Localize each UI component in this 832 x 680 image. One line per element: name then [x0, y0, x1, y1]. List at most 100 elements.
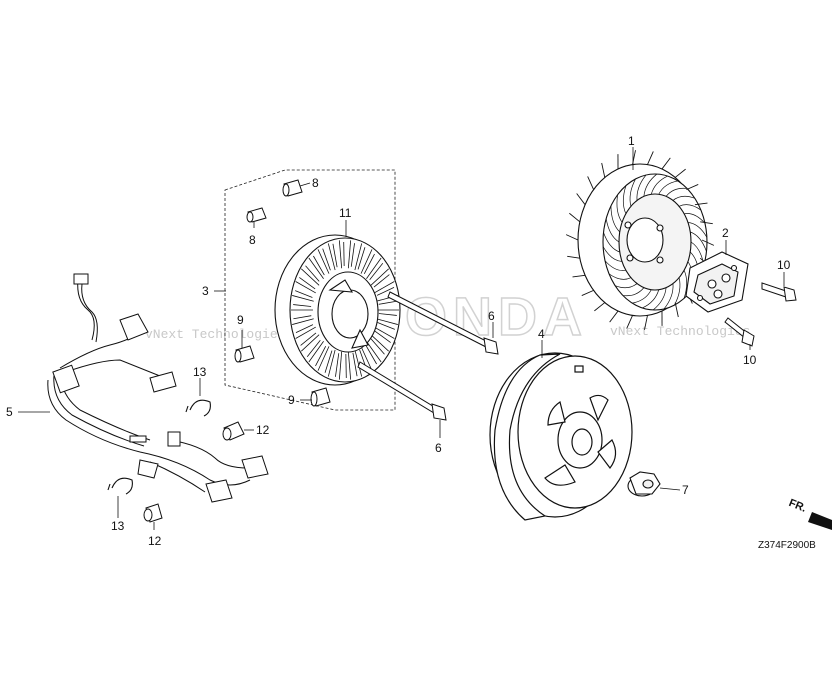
callout-9-upper: 9	[237, 313, 244, 327]
stator-coil	[376, 287, 395, 296]
callout-8-lower: 8	[249, 233, 256, 247]
fan-fin	[700, 221, 713, 225]
fan-blade	[603, 232, 620, 253]
fan-blade	[687, 222, 708, 238]
fan-fin	[644, 315, 648, 330]
stator-coil	[295, 324, 314, 333]
fan-blade	[602, 246, 623, 262]
fan-fin	[674, 168, 686, 178]
stator-coil	[373, 274, 390, 288]
stator-coil	[327, 349, 336, 377]
stator-coil	[338, 351, 343, 380]
callout-labels: 1 2 3 4 5 6 6 7 8 8 9 9 10 10 11 12 12 1…	[6, 134, 791, 548]
stator-coil	[363, 253, 375, 274]
fan-blade	[663, 283, 674, 310]
stator-coil	[301, 334, 320, 352]
callout-13-upper: 13	[193, 365, 207, 379]
callout-3: 3	[202, 284, 209, 298]
fan-blade	[605, 218, 620, 243]
fan-fin	[594, 302, 606, 312]
callout-10-lower: 10	[743, 353, 757, 367]
fan-fin	[601, 162, 606, 178]
fan-blade	[672, 195, 695, 201]
stator-coil	[305, 265, 320, 282]
stator-coil	[322, 248, 331, 271]
stator-coil	[327, 243, 336, 271]
callout-12-lower: 12	[148, 534, 162, 548]
stator-coil	[293, 304, 312, 307]
callout-2: 2	[722, 226, 729, 240]
watermark-text-right: vNext Technologies	[610, 324, 750, 339]
fan-fin	[661, 157, 671, 170]
fan-blade	[684, 213, 706, 224]
fan-fin	[567, 255, 580, 259]
stator-part	[274, 234, 401, 386]
rotor-part	[489, 352, 633, 521]
collar-9-upper	[234, 345, 255, 363]
stator-coil	[360, 249, 373, 274]
fan-fin	[569, 212, 581, 223]
stator-coil	[366, 257, 382, 280]
stator-coil	[338, 240, 343, 269]
callout-11: 11	[339, 206, 352, 220]
fan-blade	[615, 283, 638, 289]
fan-blade	[608, 273, 632, 280]
stator-coil	[293, 315, 312, 320]
stator-coil	[360, 346, 373, 371]
callout-1: 1	[628, 134, 635, 148]
stator-coil	[335, 353, 340, 377]
stator-bolt-6-upper	[387, 291, 499, 355]
stator-assembly-bracket	[224, 169, 396, 411]
stator-coil	[300, 332, 317, 346]
dowel-pin-8-lower	[246, 207, 267, 223]
fan-fin	[572, 274, 586, 278]
fan-blade	[643, 173, 658, 197]
stator-coil	[374, 330, 391, 343]
callout-13-lower: 13	[111, 519, 125, 533]
stator-coil	[374, 326, 395, 339]
stator-coil	[370, 334, 389, 352]
callout-6-upper: 6	[488, 309, 495, 323]
callout-9-lower: 9	[288, 393, 295, 407]
stator-coil	[354, 243, 363, 271]
fan-fin	[587, 176, 595, 190]
stator-coil	[313, 255, 325, 276]
front-direction-label: FR.	[787, 497, 808, 515]
callout-12-upper: 12	[256, 423, 270, 437]
fan-fin	[609, 310, 619, 323]
figure-reference: Z374F2900B	[758, 540, 816, 551]
callout-6-lower: 6	[435, 441, 442, 455]
grommet-12-upper	[222, 421, 245, 441]
stator-coil	[377, 322, 395, 330]
stator-coil	[352, 352, 358, 377]
stator-coil	[374, 281, 395, 294]
grommet-12-lower	[143, 503, 163, 523]
fan-blade	[622, 185, 627, 214]
fan-blade	[683, 270, 688, 299]
stator-coil	[366, 340, 382, 363]
stator-coil	[354, 349, 363, 377]
fan-blade	[652, 287, 667, 311]
stator-coil	[376, 318, 398, 325]
wire-clip-13-upper	[185, 399, 211, 417]
wire-clip-13-lower	[107, 477, 133, 495]
callout-4: 4	[538, 327, 545, 341]
fan-fin	[647, 151, 654, 165]
fan-blade	[616, 194, 623, 223]
fan-blade	[658, 180, 678, 195]
fan-blade	[650, 175, 668, 195]
watermark-text-left: vNext Technologies	[145, 327, 285, 342]
fan-blade	[690, 231, 707, 252]
fan-blade	[678, 204, 702, 211]
fan-blade	[604, 260, 626, 271]
front-arrow-icon	[808, 512, 832, 530]
stator-coil	[350, 243, 355, 267]
fan-blade	[629, 178, 636, 207]
stator-coil	[369, 263, 384, 281]
fan-blade	[632, 289, 652, 304]
flange-bolt-10-lower	[724, 317, 755, 347]
stator-coil	[317, 249, 330, 274]
fan-fin	[686, 184, 699, 191]
callout-5: 5	[6, 405, 13, 419]
